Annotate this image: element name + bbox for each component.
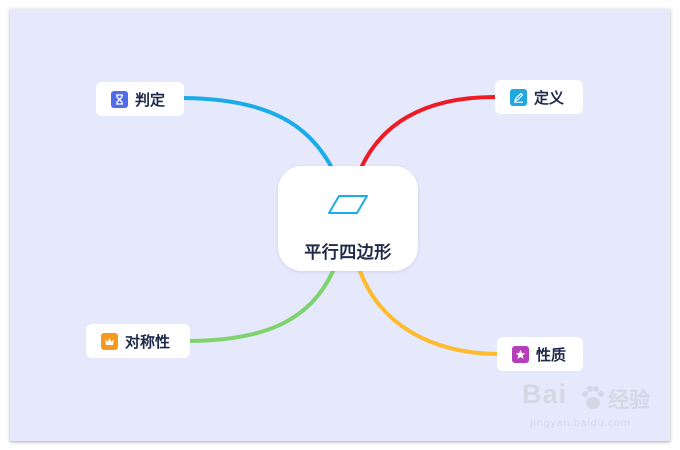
watermark-url: jingyan.baidu.com [530,418,631,429]
central-topic-title: 平行四边形 [304,243,392,263]
mindmap-canvas: 平行四边形 判定 定义 对称性 性质 Bai 经验 [10,9,670,441]
pencil-edit-icon [510,88,527,106]
central-topic[interactable]: 平行四边形 [278,166,418,271]
topic-judge[interactable]: 判定 [96,82,184,116]
hourglass-icon [111,90,128,108]
topic-definition-label: 定义 [534,88,565,107]
baidu-watermark: Bai 经验 jingyan.baidu.com [522,379,672,439]
parallelogram-icon [328,195,368,214]
topic-symmetry-label: 对称性 [125,332,171,351]
topic-property-label: 性质 [536,345,567,364]
topic-definition[interactable]: 定义 [495,80,583,114]
topic-judge-label: 判定 [135,90,166,109]
link-judge [182,96,334,170]
branch-links [182,95,499,356]
link-property [358,269,499,356]
topic-property[interactable]: 性质 [497,337,583,371]
topic-symmetry[interactable]: 对称性 [86,324,190,358]
watermark-logo: Bai [522,379,568,409]
link-definition [359,95,497,170]
link-symmetry [188,269,335,343]
crown-icon [101,332,118,350]
watermark-brand: 经验 [608,388,650,412]
paw-icon [582,386,604,409]
star-icon [512,345,529,363]
